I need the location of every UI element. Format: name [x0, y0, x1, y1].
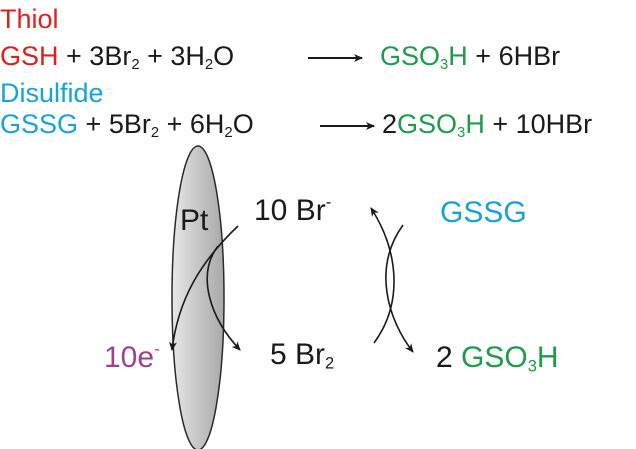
product-label: 2 GSO3H [436, 341, 559, 376]
arrow-bromine-to-bromide [370, 207, 395, 344]
equation-1-left: GSH + 3Br2 + 3H2O [0, 41, 235, 74]
arrow-bromide-to-electrons [168, 225, 239, 351]
eq1-hbr: + 6HBr [475, 41, 561, 71]
bromine-label: 5 Br2 [270, 338, 335, 373]
eq2-hbr: + 10HBr [492, 109, 593, 139]
bromide-label: 10 Br- [254, 193, 332, 227]
disulfide-header: Disulfide [0, 78, 104, 108]
thiol-header: Thiol [0, 4, 59, 34]
eq2-reactant-gssg: GSSG [0, 109, 79, 139]
gssg-label: GSSG [440, 196, 527, 229]
pt-label: Pt [180, 204, 209, 237]
pt-electrode [171, 145, 225, 449]
arrow-to-bromine [206, 245, 241, 351]
eq1-reactant-gsh: GSH [0, 41, 59, 71]
equation-2-right: 2GSO3H + 10HBr [382, 109, 593, 142]
eq2-product: GSO3H [397, 109, 485, 142]
eq2-bromine: + 5Br2 [85, 109, 160, 142]
eq1-bromine: + 3Br2 [66, 41, 140, 74]
eq1-water: + 3H2O [147, 41, 235, 74]
eq1-product: GSO3H [380, 41, 468, 74]
eq2-water: + 6H2O [166, 109, 254, 142]
eq2-coefficient: 2 [382, 109, 398, 139]
equation-1-right: GSO3H + 6HBr [380, 41, 561, 74]
equation-2-left: GSSG + 5Br2 + 6H2O [0, 109, 254, 142]
electrons-label: 10e- [104, 340, 160, 374]
arrow-gssg-to-product [385, 224, 414, 353]
